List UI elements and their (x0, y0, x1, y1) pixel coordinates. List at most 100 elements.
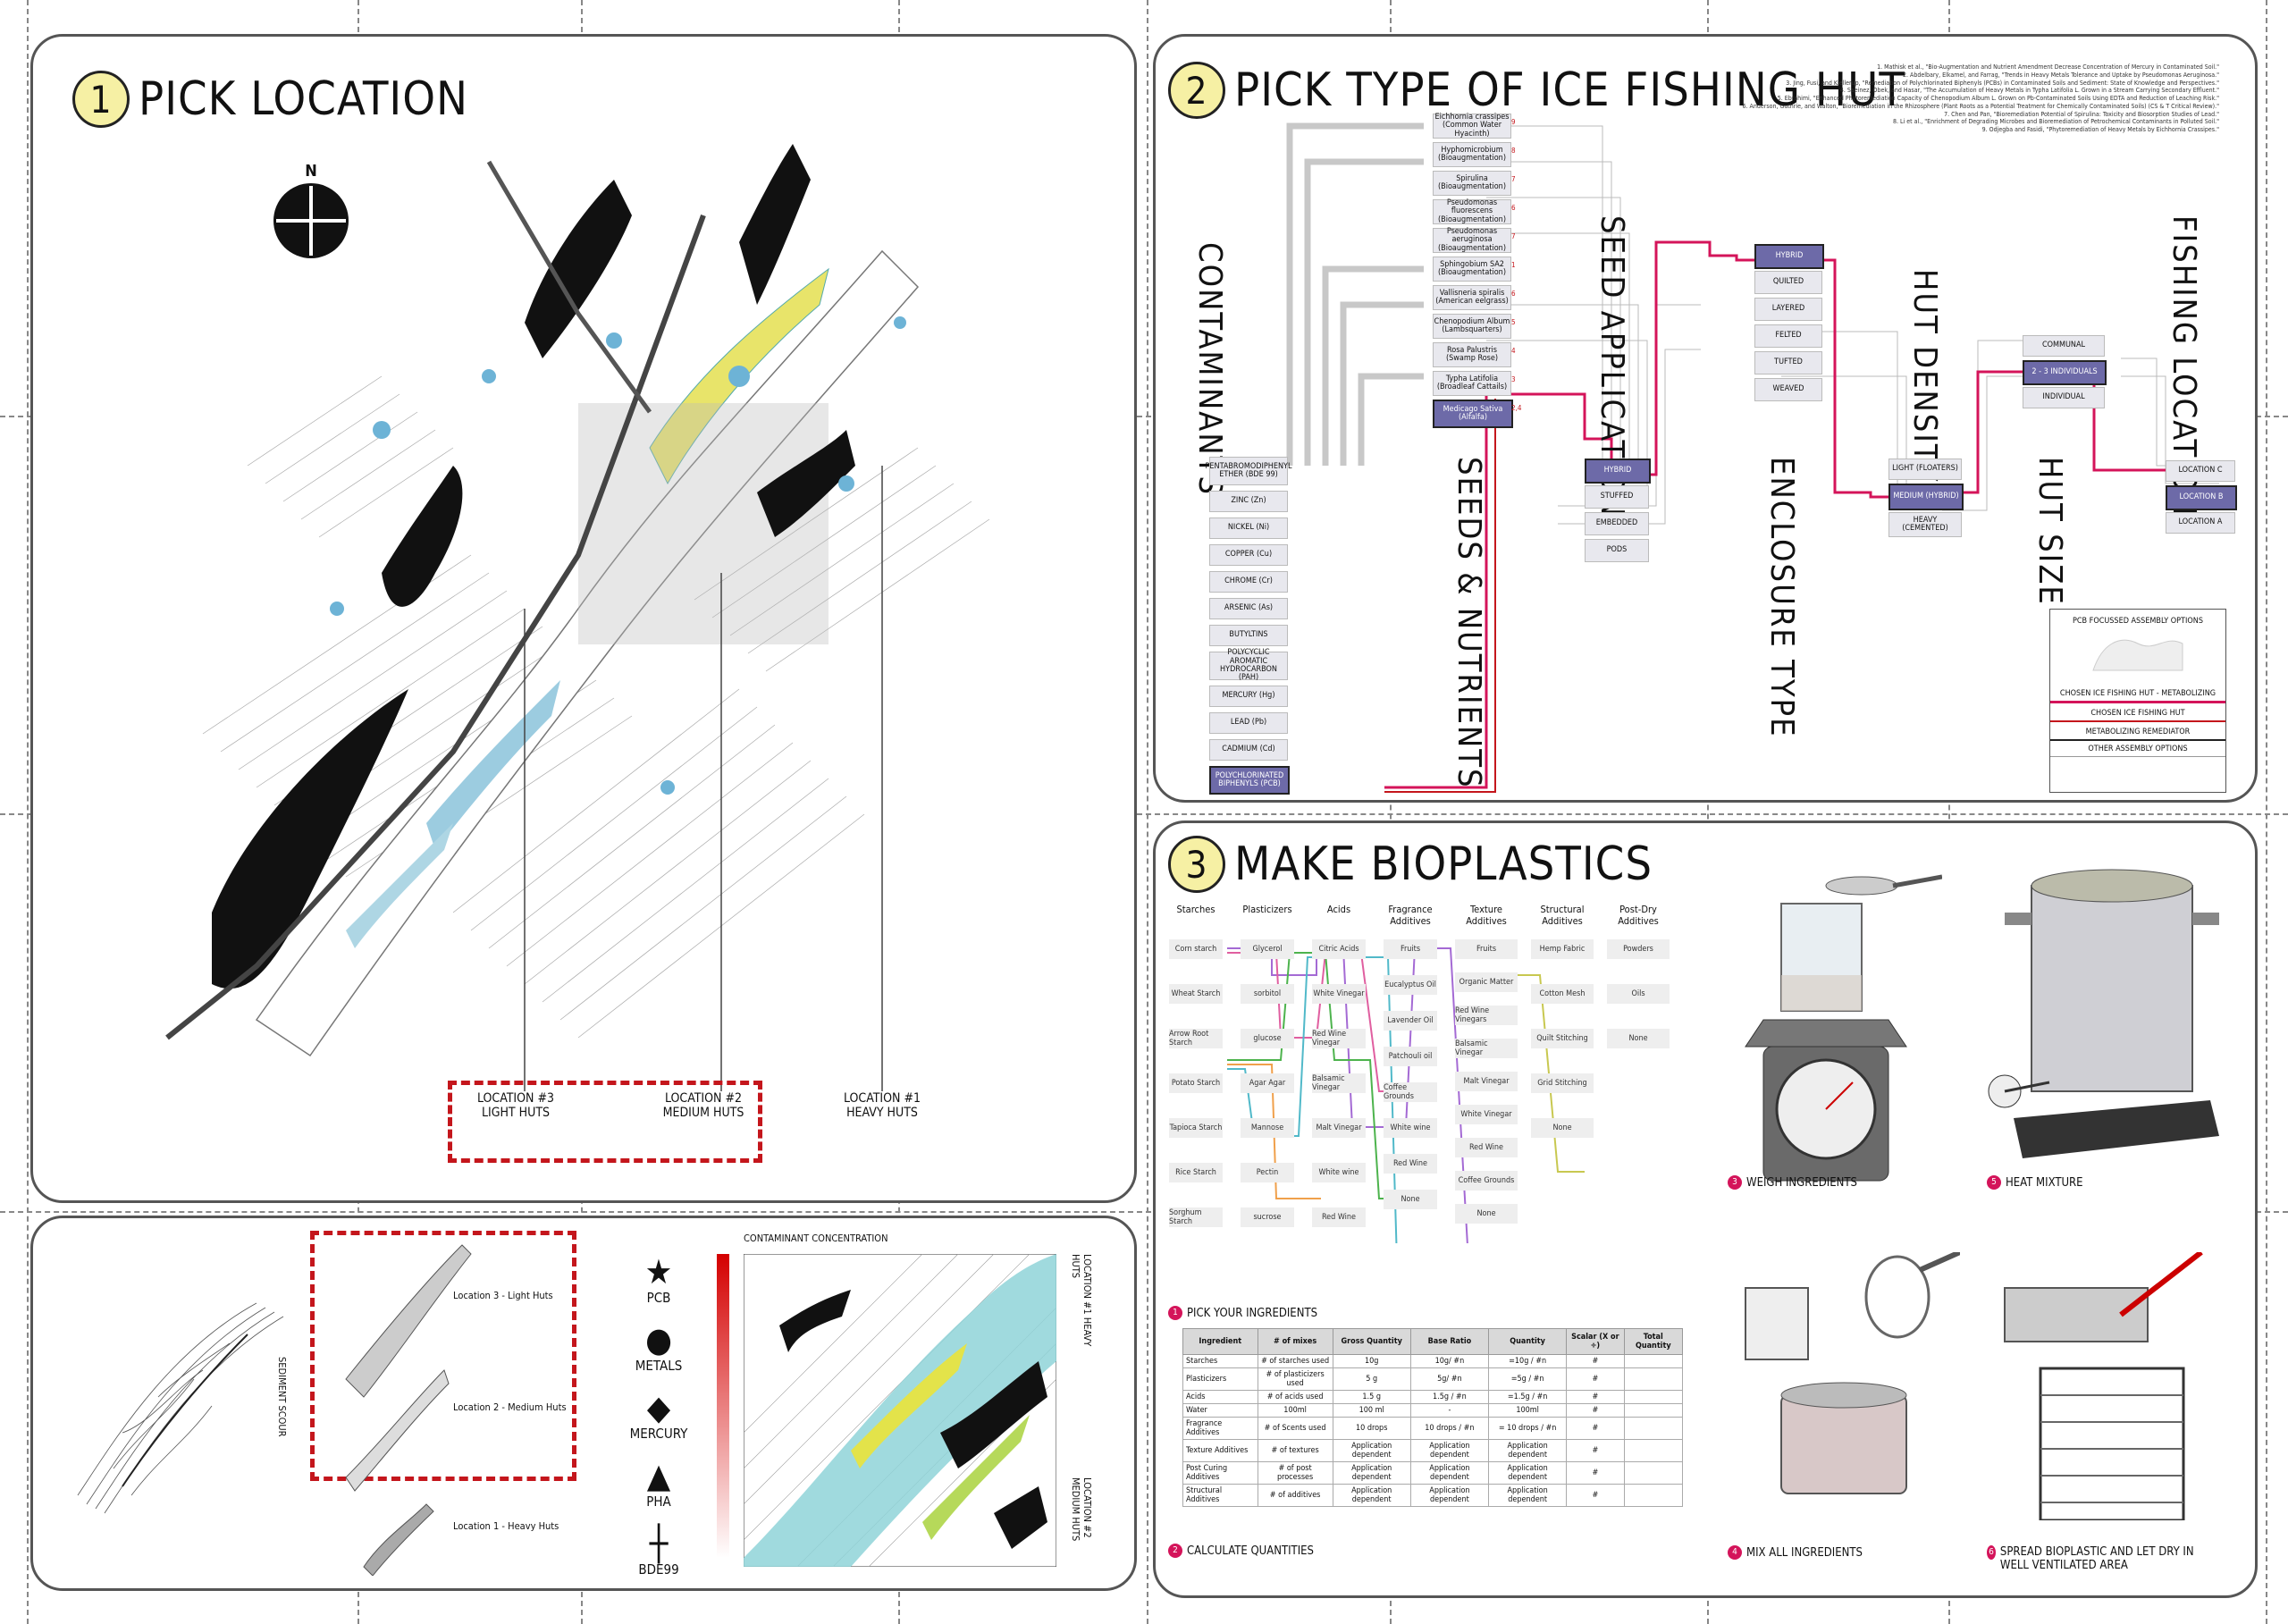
ingredient-item[interactable]: Glycerol (1241, 939, 1294, 959)
ingredient-item[interactable]: Fruits (1384, 939, 1437, 959)
seed-pseudomonas-aeruginosa[interactable]: Pseudomonas aeruginosa (Bioaugmentation) (1433, 227, 1511, 253)
ingredient-item[interactable]: None (1455, 1204, 1518, 1224)
ingredient-item[interactable]: Red Wine (1312, 1207, 1366, 1227)
zone-location-1[interactable]: Location 1 - Heavy Huts (453, 1520, 559, 1532)
ingredient-item[interactable]: Sorghum Starch (1169, 1207, 1223, 1227)
contaminant-arsenic[interactable]: ARSENIC (As) (1209, 598, 1288, 619)
ingredient-item[interactable]: Oils (1607, 984, 1670, 1004)
ingredient-item[interactable]: White Vinegar (1455, 1105, 1518, 1124)
contaminant-zinc[interactable]: ZINC (Zn) (1209, 491, 1288, 512)
contaminant-lead[interactable]: LEAD (Pb) (1209, 712, 1288, 734)
ingredient-item[interactable]: Balsamic Vinegar (1455, 1039, 1518, 1058)
location-2-label[interactable]: LOCATION #2 MEDIUM HUTS (641, 1091, 766, 1120)
seed-ref: 1 (1511, 261, 1516, 269)
contaminant-chrome[interactable]: CHROME (Cr) (1209, 571, 1288, 593)
contaminant-cadmium[interactable]: CADMIUM (Cd) (1209, 739, 1288, 761)
seed-medicago[interactable]: Medicago Sativa (Alfalfa) (1433, 400, 1513, 428)
contaminant-butyltins[interactable]: BUTYLTINS (1209, 625, 1288, 646)
ingredient-item[interactable]: Pectin (1241, 1163, 1294, 1182)
ingredient-item[interactable]: Red Wine (1455, 1138, 1518, 1157)
seed-ref: 9 (1511, 118, 1516, 126)
enclosure-quilted[interactable]: QUILTED (1754, 271, 1822, 294)
ingredient-item[interactable]: None (1384, 1190, 1437, 1209)
seed-typha[interactable]: Typha Latifolia (Broadleaf Cattails) (1433, 371, 1511, 396)
ingredient-item[interactable]: Potato Starch (1169, 1073, 1223, 1093)
seed-rosa-palustris[interactable]: Rosa Palustris (Swamp Rose) (1433, 342, 1511, 367)
location-1-label[interactable]: LOCATION #1 HEAVY HUTS (820, 1091, 945, 1120)
seed-sphingobium[interactable]: Sphingobium SA2 (Bioaugmentation) (1433, 257, 1511, 282)
application-hybrid[interactable]: HYBRID (1585, 459, 1651, 484)
seed-chenopodium[interactable]: Chenopodium Album (Lambsquarters) (1433, 314, 1511, 339)
ingredient-item[interactable]: Agar Agar (1241, 1073, 1294, 1093)
ingredient-item[interactable]: Citric Acids (1312, 939, 1366, 959)
ingredient-item[interactable]: Tapioca Starch (1169, 1118, 1223, 1138)
location-map (165, 144, 990, 1091)
ingredient-item[interactable]: Arrow Root Starch (1169, 1029, 1223, 1048)
enclosure-tufted[interactable]: TUFTED (1754, 351, 1822, 374)
legend-label-mercury: MERCURY (629, 1426, 688, 1442)
enclosure-weaved[interactable]: WEAVED (1754, 378, 1822, 401)
contaminant-mercury[interactable]: MERCURY (Hg) (1209, 686, 1288, 707)
ingredient-item[interactable]: Red Wine Vinegar (1312, 1029, 1366, 1048)
contaminant-bde99[interactable]: PENTABROMODIPHENYL ETHER (BDE 99) (1206, 457, 1291, 485)
seed-eichhornia[interactable]: Eichhornia crassipes (Common Water Hyaci… (1433, 113, 1511, 139)
seed-vallisneria[interactable]: Vallisneria spiralis (American eelgrass) (1433, 285, 1511, 310)
fishing-location-b[interactable]: LOCATION B (2166, 485, 2237, 510)
ingredient-item[interactable]: White Vinegar (1312, 984, 1366, 1004)
density-light[interactable]: LIGHT (FLOATERS) (1888, 459, 1962, 480)
seed-hyphomicrobium[interactable]: Hyphomicrobium (Bioaugmentation) (1433, 142, 1511, 167)
ingredient-item[interactable]: Rice Starch (1169, 1163, 1223, 1182)
ingredient-item[interactable]: Quilt Stitching (1531, 1029, 1594, 1048)
enclosure-felted[interactable]: FELTED (1754, 324, 1822, 348)
ingredient-item[interactable]: Hemp Fabric (1531, 939, 1594, 959)
seed-spirulina[interactable]: Spirulina (Bioaugmentation) (1433, 171, 1511, 196)
zone-location-2[interactable]: Location 2 - Medium Huts (453, 1401, 567, 1413)
contaminant-nickel[interactable]: NICKEL (Ni) (1209, 517, 1288, 539)
ingredient-item[interactable]: Red Wine Vinegars (1455, 1006, 1518, 1025)
ingredient-item[interactable]: Grid Stitching (1531, 1073, 1594, 1093)
ingredient-item[interactable]: Organic Matter (1455, 972, 1518, 992)
ingredient-item[interactable]: None (1607, 1029, 1670, 1048)
ingredient-item[interactable]: Lavender Oil (1384, 1011, 1437, 1031)
location-3-label[interactable]: LOCATION #3 LIGHT HUTS (453, 1091, 578, 1120)
size-communal[interactable]: COMMUNAL (2023, 335, 2105, 357)
ingredient-item[interactable]: Eucalyptus Oil (1384, 975, 1437, 995)
ingredient-item[interactable]: White wine (1384, 1118, 1437, 1138)
ingredient-item[interactable]: Coffee Grounds (1455, 1171, 1518, 1191)
fishing-location-c[interactable]: LOCATION C (2166, 460, 2235, 482)
ingredient-item[interactable]: Coffee Grounds (1384, 1082, 1437, 1102)
density-medium[interactable]: MEDIUM (HYBRID) (1888, 484, 1964, 510)
ingredient-item[interactable]: sucrose (1241, 1207, 1294, 1227)
ingredient-item[interactable]: Mannose (1241, 1118, 1294, 1138)
enclosure-layered[interactable]: LAYERED (1754, 298, 1822, 321)
application-stuffed[interactable]: STUFFED (1585, 485, 1649, 509)
ingredient-item[interactable]: White wine (1312, 1163, 1366, 1182)
ingredient-item[interactable]: Malt Vinegar (1455, 1072, 1518, 1091)
ingredient-item[interactable]: sorbitol (1241, 984, 1294, 1004)
contaminant-pah[interactable]: POLYCYCLIC AROMATIC HYDROCARBON (PAH) (1209, 648, 1288, 682)
contaminant-pcb[interactable]: POLYCHLORINATED BIPHENYLS (PCB) (1209, 766, 1290, 795)
ingredient-item[interactable]: glucose (1241, 1029, 1294, 1048)
ingredient-item[interactable]: Red Wine (1384, 1154, 1437, 1174)
application-pods[interactable]: PODS (1585, 539, 1649, 562)
ingredient-item[interactable]: Balsamic Vinegar (1312, 1073, 1366, 1093)
ingredient-item[interactable]: Wheat Starch (1169, 984, 1223, 1004)
ingredient-item[interactable]: Corn starch (1169, 939, 1223, 959)
enclosure-hybrid[interactable]: HYBRID (1754, 244, 1824, 269)
ingredient-item[interactable]: Powders (1607, 939, 1670, 959)
application-embedded[interactable]: EMBEDDED (1585, 512, 1649, 535)
col-texture-header: Texture Additives (1466, 904, 1507, 927)
ingredient-item[interactable]: Patchouli oil (1384, 1047, 1437, 1066)
table-cell: # of starches used (1257, 1354, 1333, 1368)
fishing-location-a[interactable]: LOCATION A (2166, 512, 2235, 534)
ingredient-item[interactable]: None (1531, 1118, 1594, 1138)
size-individual[interactable]: INDIVIDUAL (2023, 387, 2105, 408)
seed-pseudomonas-fluorescens[interactable]: Pseudomonas fluorescens (Bioaugmentation… (1433, 198, 1511, 224)
ingredient-item[interactable]: Fruits (1455, 939, 1518, 959)
density-heavy[interactable]: HEAVY (CEMENTED) (1888, 512, 1962, 537)
contaminant-copper[interactable]: COPPER (Cu) (1209, 544, 1288, 566)
ingredient-item[interactable]: Malt Vinegar (1312, 1118, 1366, 1138)
zone-location-3[interactable]: Location 3 - Light Huts (453, 1290, 553, 1301)
size-2-3-individuals[interactable]: 2 - 3 INDIVIDUALS (2023, 360, 2107, 385)
ingredient-item[interactable]: Cotton Mesh (1531, 984, 1594, 1004)
